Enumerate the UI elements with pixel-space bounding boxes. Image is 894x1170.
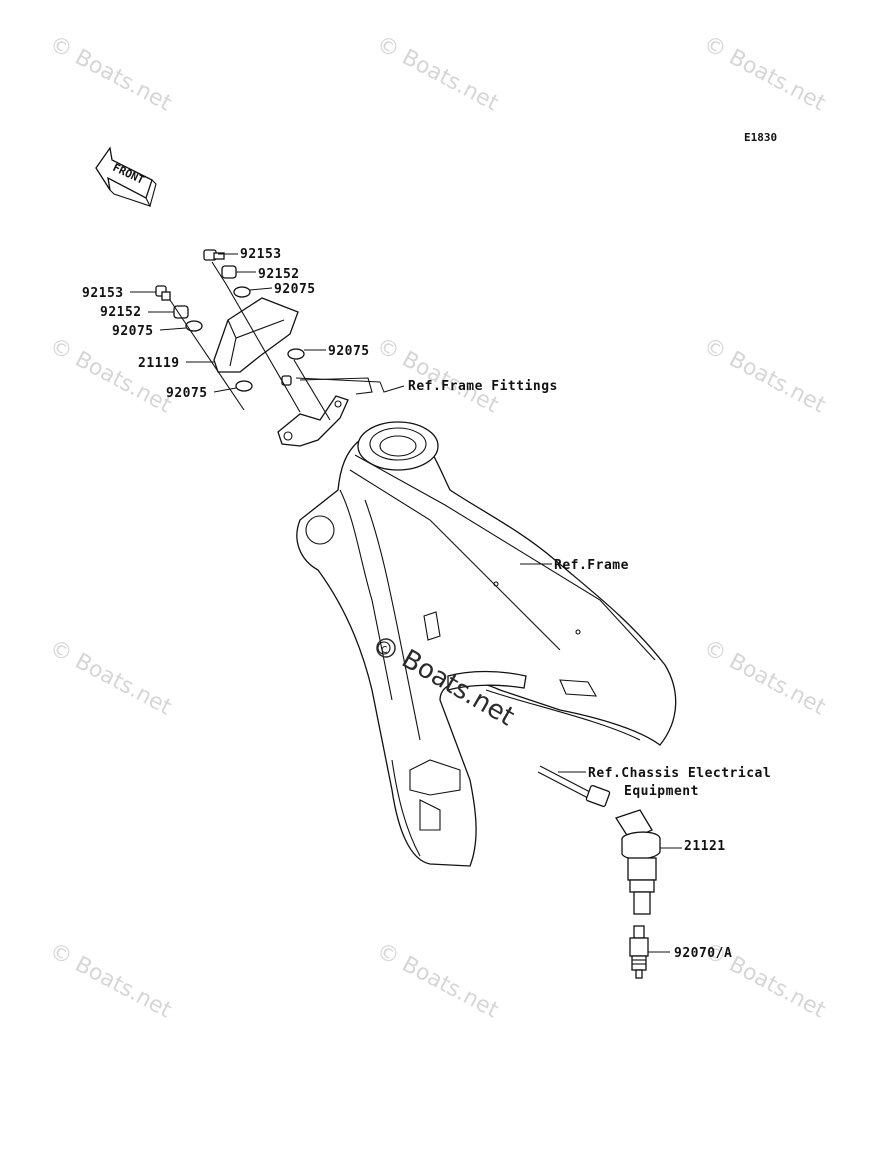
callout-92070-a: 92070/A: [674, 946, 732, 961]
callout-ref-chassis-line1: Ref.Chassis Electrical: [588, 766, 771, 781]
watermark-9: © Boats.net: [45, 938, 176, 1023]
watermark-1: © Boats.net: [45, 31, 176, 116]
callout-92153-left: 92153: [82, 286, 124, 301]
callout-92075-right: 92075: [328, 344, 370, 359]
callout-92075-bottom: 92075: [166, 386, 208, 401]
grommet-left-icon: [185, 320, 203, 332]
spark-plug-icon: [629, 925, 649, 979]
callout-92153-top: 92153: [240, 247, 282, 262]
copyright-icon: [376, 638, 396, 658]
watermark-8: © Boats.net: [699, 635, 830, 720]
watermark-7: © Boats.net: [45, 635, 176, 720]
callout-ref-frame: Ref.Frame: [554, 558, 629, 573]
ignition-coil-icon: [615, 809, 661, 915]
connector-icon: [585, 784, 611, 808]
hardware: [155, 249, 331, 421]
callout-92075-top: 92075: [274, 282, 316, 297]
callout-ref-chassis-line2: Equipment: [624, 784, 699, 799]
motorcycle-frame: [296, 421, 677, 867]
leader-lines: [130, 253, 682, 953]
watermark-6: © Boats.net: [699, 333, 830, 418]
ignition-components: [537, 765, 661, 979]
watermark-4: © Boats.net: [45, 333, 176, 418]
collar-top-icon: [221, 265, 237, 279]
callout-ref-frame-fittings: Ref.Frame Fittings: [408, 379, 558, 394]
grommet-bottom-icon: [235, 380, 253, 392]
bolt-top-icon: [203, 249, 225, 261]
callout-92075-left: 92075: [112, 324, 154, 339]
diagram-code: E1830: [744, 131, 777, 144]
callout-21121: 21121: [684, 839, 726, 854]
svg-text:c: c: [381, 642, 388, 656]
callout-21119: 21119: [138, 356, 180, 371]
bolt-left-icon: [155, 285, 171, 301]
grommet-top-icon: [233, 286, 251, 298]
watermark-5: © Boats.net: [372, 333, 503, 418]
grommet-right-icon: [287, 348, 305, 360]
callout-92152-top: 92152: [258, 267, 300, 282]
watermark-10: © Boats.net: [372, 938, 503, 1023]
frame-fitting-bracket: [277, 377, 373, 447]
callout-92152-left: 92152: [100, 305, 142, 320]
watermark-3: © Boats.net: [699, 31, 830, 116]
front-arrow-icon: FRONT: [95, 146, 157, 207]
watermark-2: © Boats.net: [372, 31, 503, 116]
